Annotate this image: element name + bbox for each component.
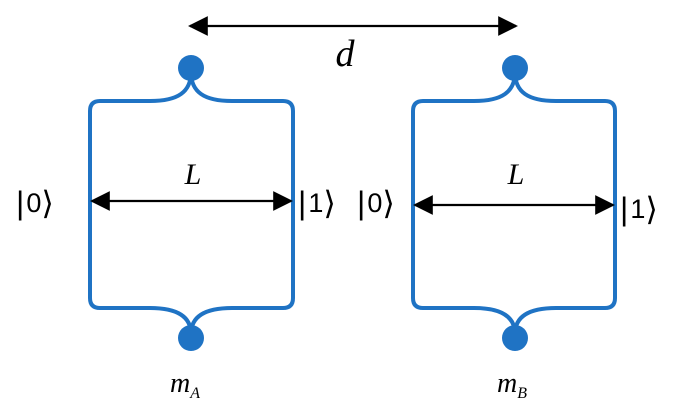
interferometer-b-loop [411,71,617,335]
state-bracket: ⟩ [41,185,53,221]
interferometer-b-top-node [502,55,528,81]
mass-subscript: A [189,385,200,402]
state-bracket: ⟩ [645,191,657,227]
interferometer-a: L |0⟩ |1⟩ mA [16,55,336,402]
interferometer-b-right-state: |1⟩ [620,191,658,227]
separation-label: d [336,33,356,75]
mass-subscript: B [517,385,527,402]
separation-indicator: d [188,16,518,75]
mass-base: m [170,368,190,399]
interferometer-a-length-label: L [184,158,202,191]
interferometer-a-mass-label: mA [170,368,200,402]
state-value: 1 [630,194,645,224]
state-bracket: ⟩ [323,185,335,221]
interferometer-b-mass-label: mB [497,368,527,402]
interferometer-a-top-node [178,55,204,81]
interferometer-a-loop [88,71,295,335]
interferometer-a-right-state: |1⟩ [298,185,336,221]
interferometer-b: L |0⟩ |1⟩ mB [357,55,658,402]
interferometer-b-length-label: L [507,158,525,191]
state-bar: | [298,185,306,221]
state-value: 0 [26,188,41,218]
interferometer-a-bottom-node [178,325,204,351]
state-value: 0 [367,188,382,218]
state-bracket: ⟩ [382,185,394,221]
mass-base: m [497,368,517,399]
state-bar: | [357,185,365,221]
interferometer-b-bottom-node [502,325,528,351]
state-bar: | [16,185,24,221]
interferometer-b-left-state: |0⟩ [357,185,395,221]
state-value: 1 [308,188,323,218]
interferometer-a-left-state: |0⟩ [16,185,54,221]
state-bar: | [620,191,628,227]
